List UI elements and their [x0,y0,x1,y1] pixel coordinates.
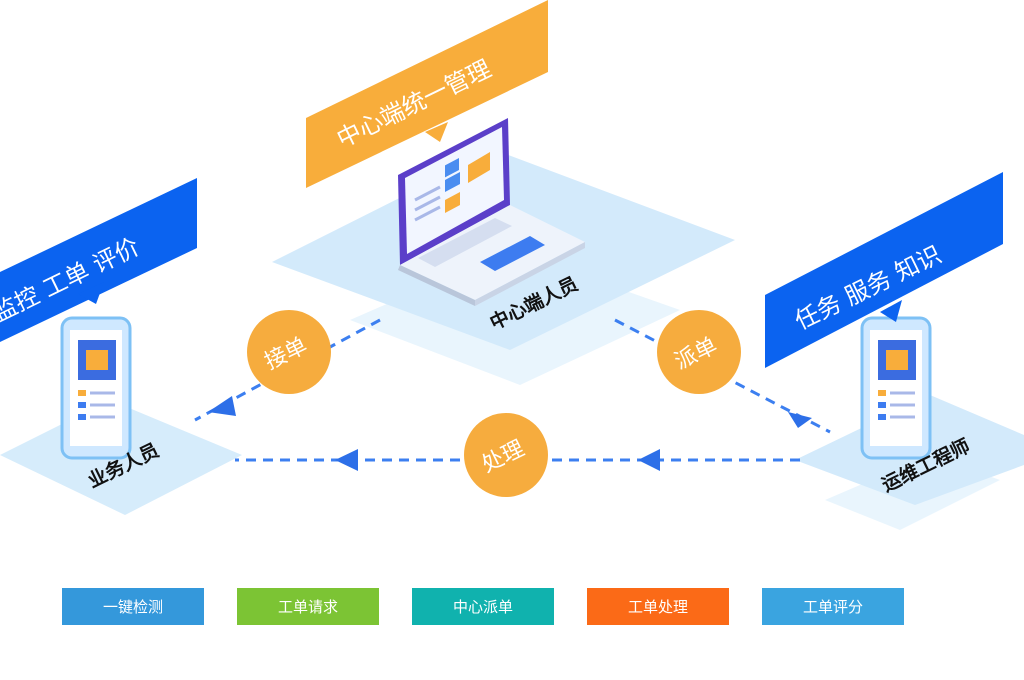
step-button-detect[interactable]: 一键检测 [62,588,204,625]
dispatch-arrowhead [788,412,812,428]
process-arrowhead-right [638,449,660,471]
process-arrowhead-left [335,449,358,471]
step-button-request[interactable]: 工单请求 [237,588,379,625]
laptop-icon [398,118,585,306]
right-phone-icon [860,316,932,460]
step-legend: 一键检测 工单请求 中心派单 工单处理 工单评分 [62,588,904,625]
dispatch-badge: 派单 [657,310,741,394]
step-button-process[interactable]: 工单处理 [587,588,729,625]
process-badge: 处理 [464,413,548,497]
accept-badge: 接单 [247,310,331,394]
left-phone-icon [60,316,132,460]
step-button-rating[interactable]: 工单评分 [762,588,904,625]
step-button-dispatch[interactable]: 中心派单 [412,588,554,625]
accept-arrowhead [208,396,236,416]
